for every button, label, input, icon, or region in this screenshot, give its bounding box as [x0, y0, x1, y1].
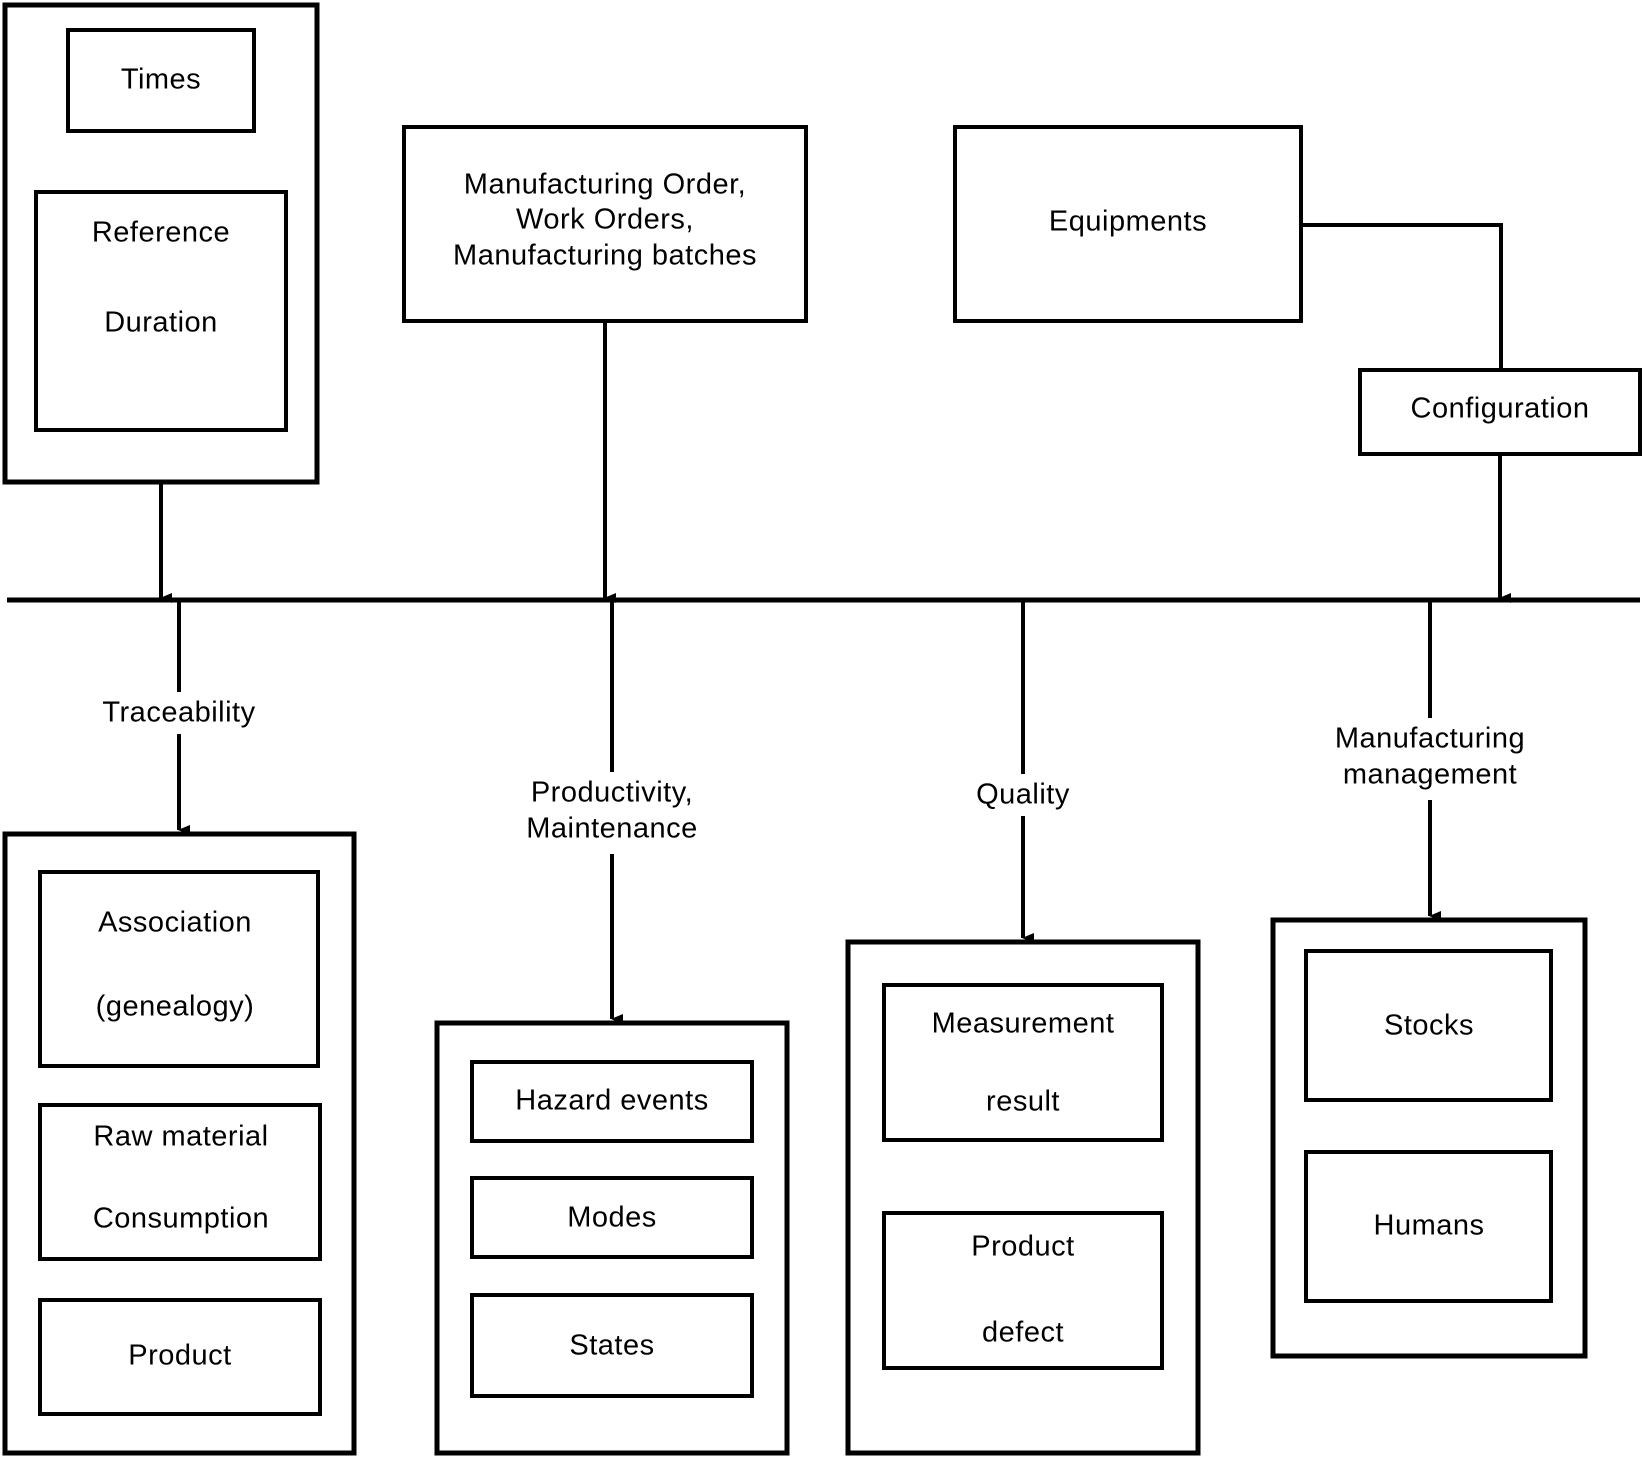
- equipments-label: Equipments: [1049, 206, 1207, 238]
- orders-group: Manufacturing Order, Work Orders, Manufa…: [402, 125, 808, 323]
- humans-box: [1304, 1150, 1553, 1303]
- configuration-box: [1358, 368, 1642, 456]
- stocks-box: [1304, 949, 1553, 1102]
- orders-line3: Manufacturing batches: [453, 240, 757, 272]
- humans-label: Humans: [1374, 1210, 1485, 1242]
- quality-label: Quality: [976, 779, 1070, 811]
- orders-line2: Work Orders,: [516, 204, 694, 236]
- duration-label: Duration: [104, 307, 218, 339]
- reference-label: Reference: [92, 217, 230, 249]
- times-group: Times Reference Duration: [2, 2, 320, 485]
- measurement-line1: Measurement: [932, 1008, 1115, 1040]
- hazard-events-label: Hazard events: [515, 1085, 709, 1117]
- times-label: Times: [121, 64, 201, 96]
- modes-box: [470, 1176, 754, 1259]
- times-box: [66, 28, 256, 133]
- traceability-group: Association (genealogy) Raw material Con…: [2, 831, 357, 1456]
- stocks-label: Stocks: [1384, 1010, 1474, 1042]
- productivity-group: Hazard events Modes States: [434, 1020, 790, 1456]
- quality-group: Measurement result Product defect: [845, 939, 1201, 1456]
- raw-material-line1: Raw material: [93, 1121, 268, 1153]
- states-label: States: [569, 1330, 654, 1362]
- manufacturing-label-line1: Manufacturing: [1335, 723, 1525, 755]
- modes-label: Modes: [567, 1202, 657, 1234]
- traceability-label: Traceability: [102, 697, 255, 729]
- measurement-result-box: [882, 983, 1164, 1142]
- measurement-line2: result: [986, 1086, 1060, 1118]
- defect-line1: Product: [971, 1231, 1074, 1263]
- configuration-group: Configuration: [1358, 368, 1642, 456]
- manufacturing-label-line2: management: [1343, 759, 1517, 791]
- productivity-label-line1: Productivity,: [531, 777, 693, 809]
- productivity-label-line2: Maintenance: [526, 813, 698, 845]
- product-defect-box: [882, 1211, 1164, 1370]
- association-box: [38, 870, 320, 1068]
- manufacturing-group: Stocks Humans: [1270, 917, 1588, 1359]
- hazard-events-box: [470, 1060, 754, 1143]
- quality-label-bg: [963, 774, 1083, 816]
- association-line2: (genealogy): [96, 991, 255, 1023]
- orders-line1: Manufacturing Order,: [464, 169, 746, 201]
- traceability-label-bg: [95, 692, 263, 734]
- productivity-label-bg: [512, 772, 712, 854]
- raw-material-box: [38, 1103, 322, 1261]
- equipments-group: Equipments: [953, 125, 1303, 323]
- manufacturing-label-bg: [1320, 718, 1540, 800]
- association-line1: Association: [98, 907, 252, 939]
- equipments-to-configuration-connector: [1301, 223, 1503, 370]
- defect-line2: defect: [982, 1317, 1064, 1349]
- reference-duration-box: [34, 190, 288, 432]
- raw-material-line2: Consumption: [93, 1203, 269, 1235]
- orders-box: [402, 125, 808, 323]
- product-label: Product: [128, 1340, 231, 1372]
- configuration-label: Configuration: [1411, 393, 1590, 425]
- states-box: [470, 1293, 754, 1398]
- product-box: [38, 1298, 322, 1416]
